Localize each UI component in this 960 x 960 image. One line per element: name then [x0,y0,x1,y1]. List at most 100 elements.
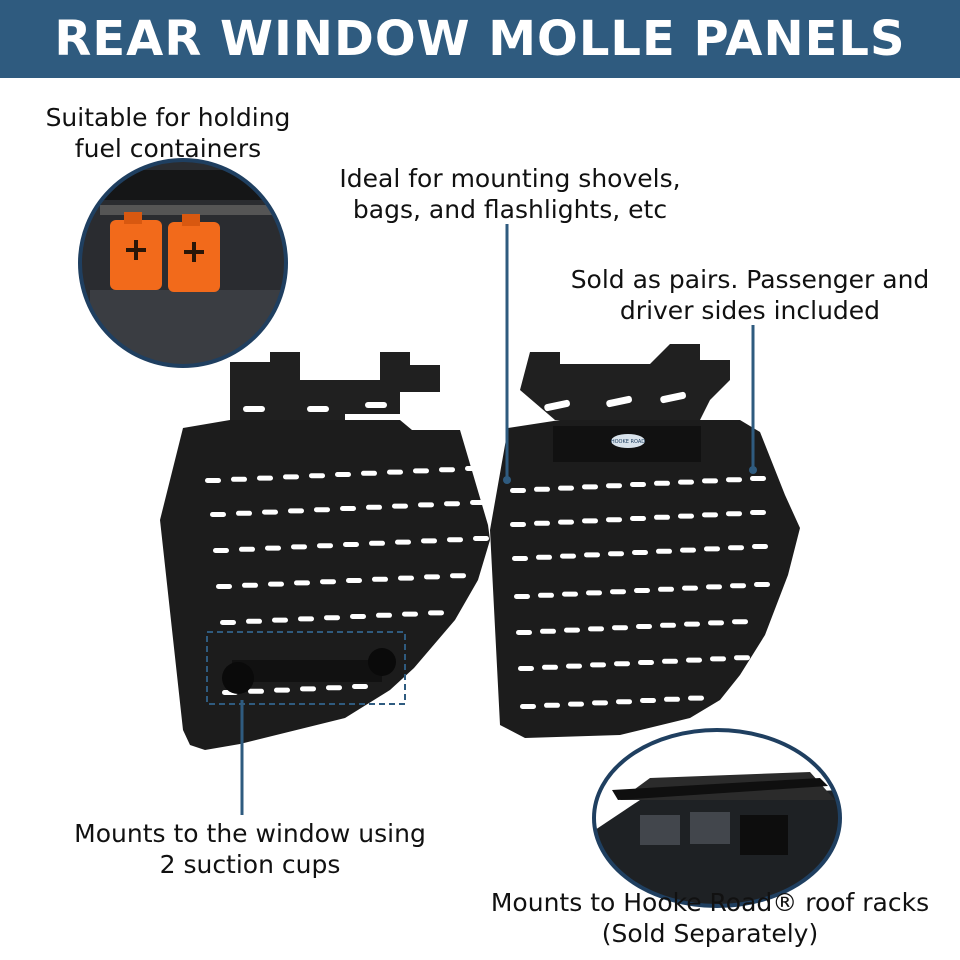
molle-slot [536,554,552,560]
molle-slot [294,580,310,586]
molle-slot [702,512,718,518]
molle-slot [514,594,530,599]
molle-slot [352,684,368,689]
molle-slot [586,590,602,596]
molle-slot [372,576,388,582]
molle-slot [516,630,532,635]
molle-slot [654,514,670,520]
molle-slot [688,695,704,701]
molle-slot [686,657,702,663]
molle-slot [610,589,626,595]
molle-slot [518,666,534,671]
caption-line: 2 suction cups [159,850,341,879]
molle-slot [265,545,281,551]
molle-slot [558,485,574,491]
molle-slot [274,687,290,693]
molle-slot [732,619,748,625]
molle-slot [702,478,718,484]
molle-slot [582,518,598,524]
mounting-shovels-caption: Ideal for mounting shovels, bags, and fl… [300,163,720,225]
roof-racks-caption: Mounts to Hooke Road® roof racks (Sold S… [460,887,960,949]
molle-slot [324,615,340,621]
molle-slot [418,502,434,508]
molle-slot [366,504,382,510]
molle-slot [730,583,746,589]
molle-slot [326,685,342,691]
molle-slot [369,540,385,546]
page-title: REAR WINDOW MOLLE PANELS [54,11,906,67]
molle-slot [300,686,316,692]
molle-slot [544,702,560,708]
molle-slot [350,614,366,619]
right-panel-slots [510,476,770,709]
molle-slot [682,585,698,591]
caption-line: Mounts to Hooke Road® roof racks [490,888,930,917]
molle-slot [684,621,700,627]
molle-slot [335,472,351,477]
molle-slot [728,545,744,551]
molle-slot [750,510,766,515]
molle-slot [588,626,604,632]
molle-slot [752,544,768,549]
fuel-container-inset [78,158,288,368]
fuel-can-icon [168,214,220,292]
caption-line: driver sides included [619,296,881,325]
molle-slot [222,690,238,695]
molle-slot [398,575,414,581]
molle-slot [262,509,278,515]
molle-slot [636,624,652,629]
molle-slot [447,537,463,543]
molle-slot [540,628,556,634]
right-molle-panel: HOOKE ROAD [490,344,800,738]
left-molle-panel [160,352,490,750]
molle-slot [450,573,466,579]
molle-slot [248,688,264,694]
molle-slot [726,511,742,517]
molle-slot [346,578,362,583]
molle-slot [210,512,226,517]
molle-slot [361,470,377,476]
molle-slot [510,488,526,493]
molle-slot [726,477,742,483]
molle-slot [291,544,307,550]
molle-slot [632,550,648,555]
molle-slot [664,696,680,702]
molle-slot [638,660,654,665]
molle-slot [708,620,724,626]
molle-slot [402,611,418,617]
molle-slot [470,500,486,505]
molle-slot [428,610,444,616]
left-panel-slots [205,466,489,695]
molle-slot [242,582,258,588]
molle-slot [395,539,411,545]
molle-slot [634,588,650,593]
molle-slot [606,517,622,523]
molle-slot [640,698,656,703]
molle-slot [272,617,288,623]
molle-slot [608,551,624,557]
molle-slot [283,474,299,480]
molle-slot [592,700,608,706]
molle-slot [205,478,221,483]
molle-slot [387,469,403,475]
molle-slot [421,538,437,544]
caption-line: Mounts to the window using [74,819,426,848]
molle-slot [630,482,646,487]
molle-slot [317,543,333,549]
molle-slot [392,503,408,509]
molle-slot [616,699,632,705]
molle-slot [439,467,455,473]
molle-slot [654,480,670,486]
molle-slot [246,618,262,624]
molle-slot [298,616,314,622]
molle-slot [678,479,694,485]
molle-slot [473,536,489,541]
molle-slot [257,475,273,481]
molle-slot [343,542,359,547]
molle-slot [582,484,598,490]
molle-slot [465,466,481,471]
caption-line: Suitable for holding [45,103,291,132]
molle-slot [424,574,440,580]
molle-slot [309,473,325,479]
molle-slot [542,664,558,670]
